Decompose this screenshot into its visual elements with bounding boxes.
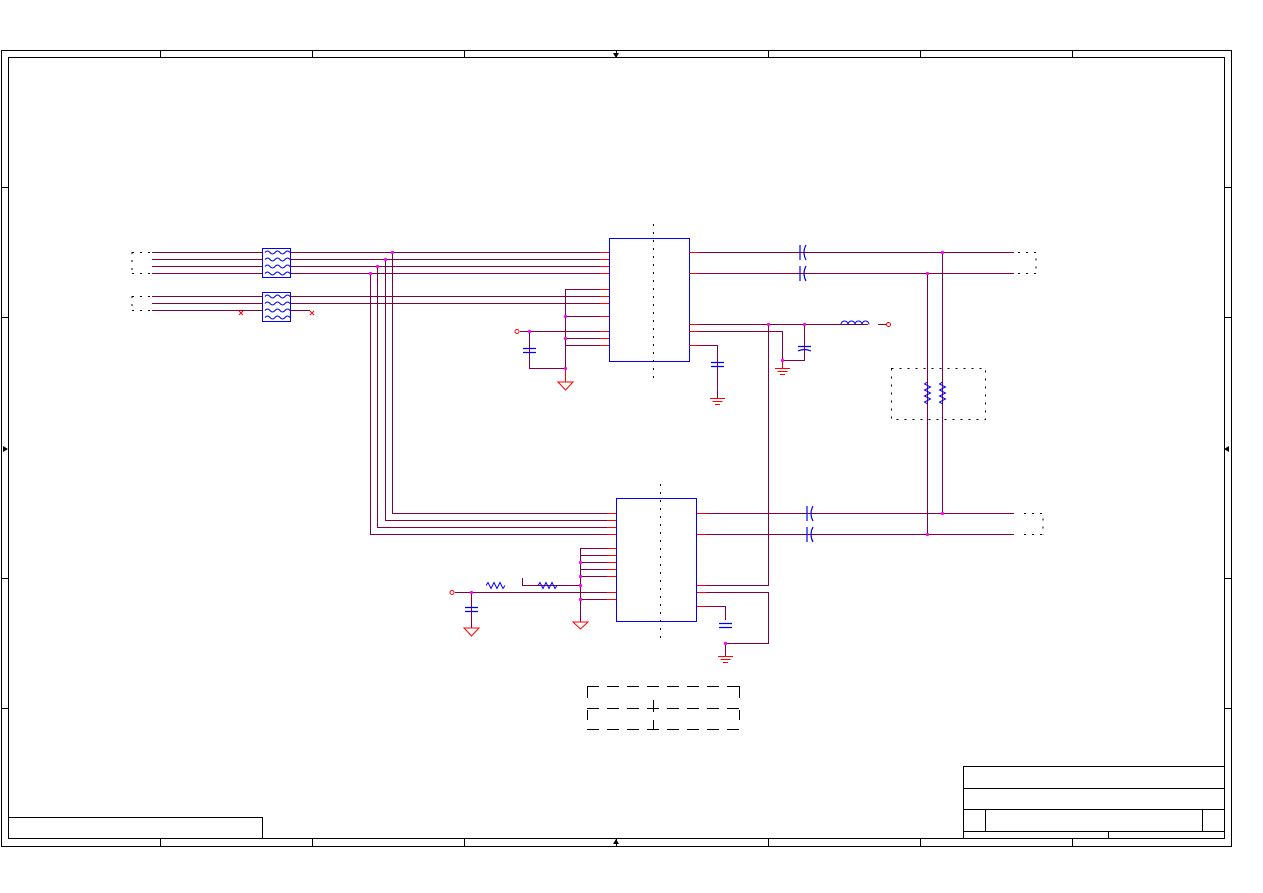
center-markers	[3, 53, 1229, 844]
bias-resistors	[485, 581, 558, 590]
ic-upper	[609, 224, 690, 380]
note-table	[587, 686, 740, 730]
title-block	[963, 766, 1225, 839]
coupling-capacitors-lower	[806, 505, 814, 543]
coupling-capacitors-upper	[799, 244, 807, 282]
sheet-frame	[1, 50, 1232, 847]
power-ports	[449, 322, 891, 595]
pin-stubs	[600, 252, 706, 607]
output-inductor	[840, 320, 870, 325]
ic-lower	[616, 484, 697, 640]
termination-resistors	[891, 368, 986, 420]
ground-symbols	[462, 360, 790, 663]
bypass-capacitors	[465, 345, 812, 629]
revision-block	[8, 817, 263, 839]
junctions	[368, 250, 945, 646]
connector-stubs	[131, 252, 1044, 535]
wires	[152, 252, 1014, 656]
ferrite-array-2	[262, 292, 291, 322]
ferrite-array-1	[262, 248, 291, 278]
no-connect-marks	[238, 310, 315, 316]
